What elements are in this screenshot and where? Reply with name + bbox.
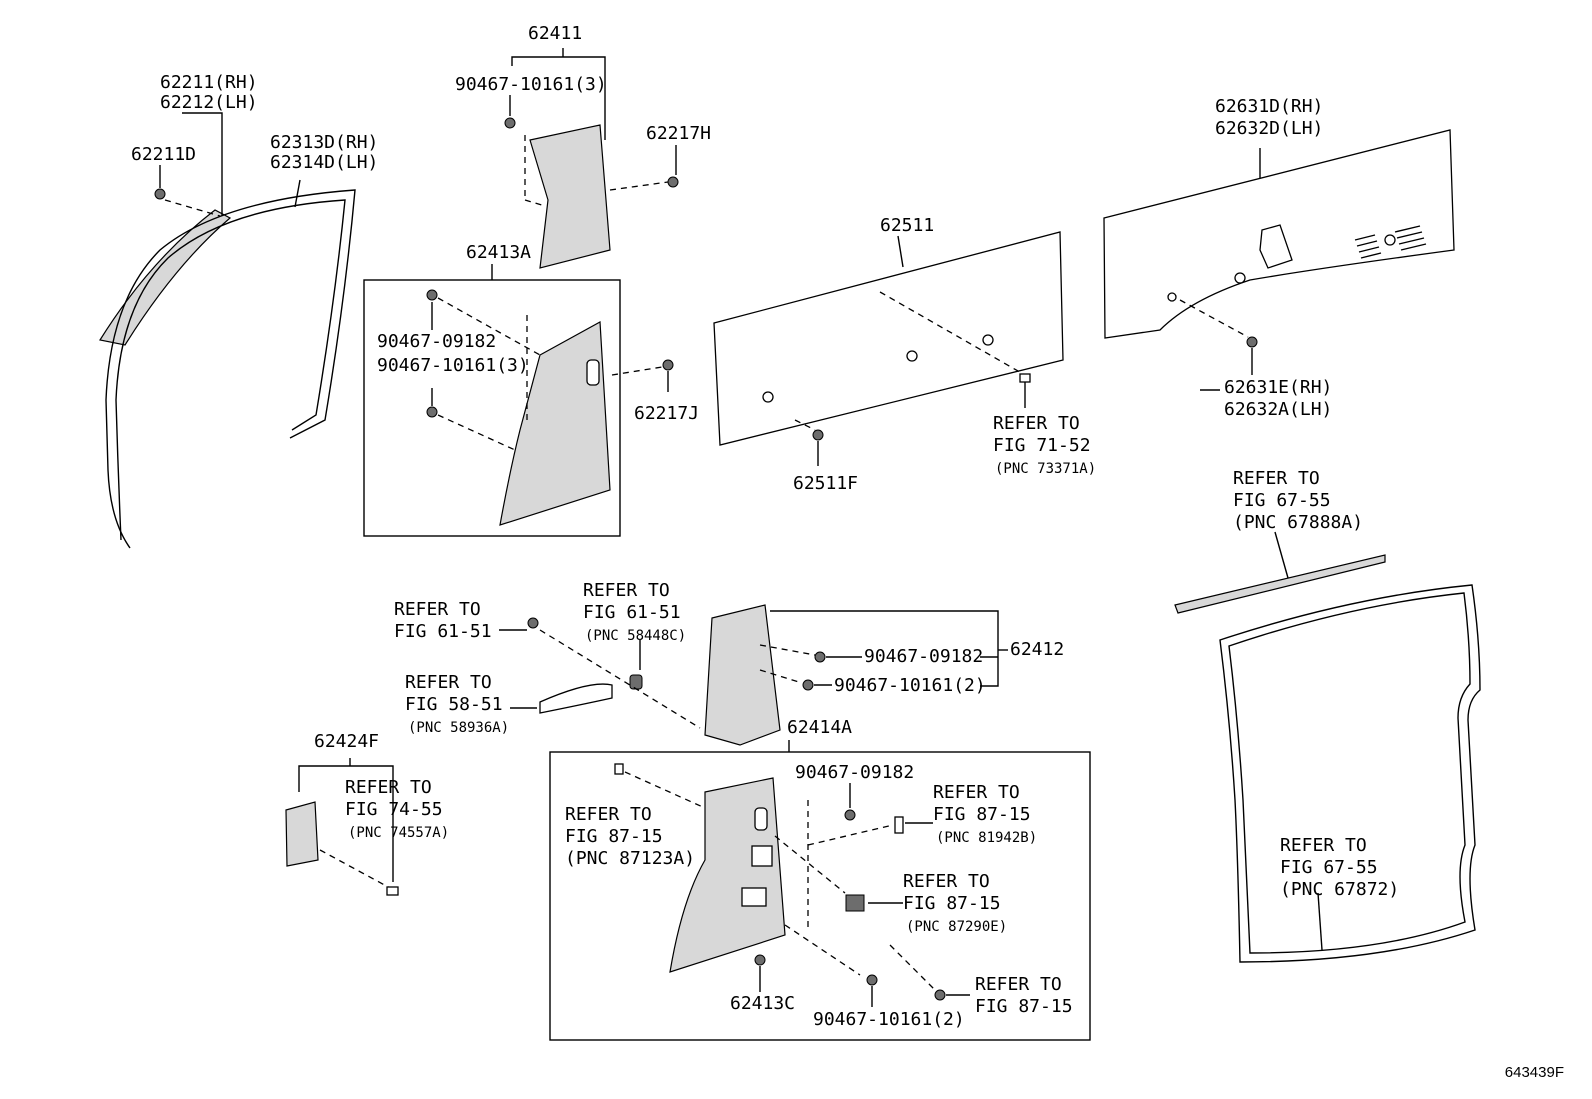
ref-87-15-b-line1: REFER TO [565, 804, 652, 825]
label-62511f: 62511F [793, 473, 859, 494]
rear-quarter-trim-panel [1103, 129, 1455, 375]
label-90467-09182-b: 90467-09182 [864, 646, 984, 667]
label-62412: 62412 [1010, 639, 1065, 660]
label-62212-lh: 62212(LH) [160, 92, 258, 113]
label-62631d-rh: 62631D(RH) [1215, 96, 1324, 117]
ref-87-15-b-line3: (PNC 87123A) [565, 848, 696, 869]
ref-61-51-b-line3: (PNC 58448C) [585, 628, 687, 644]
c-pillar-garnish [704, 604, 1008, 746]
ref-71-52-line2: FIG 71-52 [993, 435, 1091, 456]
ref-87-15-d-line1: REFER TO [975, 974, 1062, 995]
label-62211d: 62211D [131, 144, 197, 165]
ref-87-15-a-line3: (PNC 81942B) [936, 830, 1038, 846]
door-opening-trim [105, 179, 356, 549]
label-62413a: 62413A [466, 242, 532, 263]
bracket-62424f [285, 758, 399, 896]
ref-67-55-a-line3: (PNC 67888A) [1233, 512, 1364, 533]
ref-87-15-c-line2: FIG 87-15 [903, 893, 1001, 914]
ref-87-15-a-line2: FIG 87-15 [933, 804, 1031, 825]
ref-58-51-line1: REFER TO [405, 672, 492, 693]
ref-71-52-line1: REFER TO [993, 413, 1080, 434]
label-62313d-rh: 62313D(RH) [270, 132, 379, 153]
b-pillar-lower-garnish [426, 264, 674, 526]
label-90467-09182-c: 90467-09182 [795, 762, 915, 783]
label-90467-09182-a: 90467-09182 [377, 331, 497, 352]
assist-grip [499, 617, 701, 729]
ref-87-15-c-line3: (PNC 87290E) [906, 919, 1008, 935]
rear-pillar-lower-garnish [614, 763, 970, 1007]
label-90467-10161-3-a: 90467-10161(3) [455, 74, 607, 95]
ref-61-51-b-line2: FIG 61-51 [583, 602, 681, 623]
ref-87-15-d-line2: FIG 87-15 [975, 996, 1073, 1017]
ref-74-55-line1: REFER TO [345, 777, 432, 798]
b-pillar-upper-garnish [504, 48, 679, 269]
ref-71-52-line3: (PNC 73371A) [995, 461, 1097, 477]
ref-74-55-line3: (PNC 74557A) [348, 825, 450, 841]
ref-67-55-a-line1: REFER TO [1233, 468, 1320, 489]
ref-74-55-line2: FIG 74-55 [345, 799, 443, 820]
label-62217h: 62217H [646, 123, 712, 144]
ref-61-51-b-line1: REFER TO [583, 580, 670, 601]
back-door-weatherstrip [1174, 531, 1481, 963]
ref-87-15-b-line2: FIG 87-15 [565, 826, 663, 847]
label-62211-rh: 62211(RH) [160, 72, 258, 93]
ref-61-51-a-line2: FIG 61-51 [394, 621, 492, 642]
ref-67-55-b-line3: (PNC 67872) [1280, 879, 1400, 900]
label-62511: 62511 [880, 215, 935, 236]
label-62411: 62411 [528, 23, 583, 44]
ref-61-51-a-line1: REFER TO [394, 599, 481, 620]
ref-87-15-c-line1: REFER TO [903, 871, 990, 892]
ref-87-15-a-line1: REFER TO [933, 782, 1020, 803]
side-trim-panel [713, 231, 1064, 466]
label-62632d-lh: 62632D(LH) [1215, 118, 1324, 139]
ref-67-55-a-line2: FIG 67-55 [1233, 490, 1331, 511]
label-62632a-lh: 62632A(LH) [1224, 399, 1333, 420]
label-90467-10161-3-b: 90467-10161(3) [377, 355, 529, 376]
ref-58-51-line2: FIG 58-51 [405, 694, 503, 715]
ref-67-55-b-line1: REFER TO [1280, 835, 1367, 856]
label-62413c: 62413C [730, 993, 796, 1014]
label-62414a: 62414A [787, 717, 853, 738]
label-90467-10161-2-b: 90467-10161(2) [813, 1009, 965, 1030]
label-62631e-rh: 62631E(RH) [1224, 377, 1333, 398]
label-62424f: 62424F [314, 731, 380, 752]
box-62414a [549, 751, 1091, 1041]
ref-58-51-line3: (PNC 58936A) [408, 720, 510, 736]
figure-code: 643439F [1504, 1064, 1564, 1081]
ref-67-55-b-line2: FIG 67-55 [1280, 857, 1378, 878]
label-62314d-lh: 62314D(LH) [270, 152, 379, 173]
label-62217j: 62217J [634, 403, 700, 424]
label-90467-10161-2-a: 90467-10161(2) [834, 675, 986, 696]
